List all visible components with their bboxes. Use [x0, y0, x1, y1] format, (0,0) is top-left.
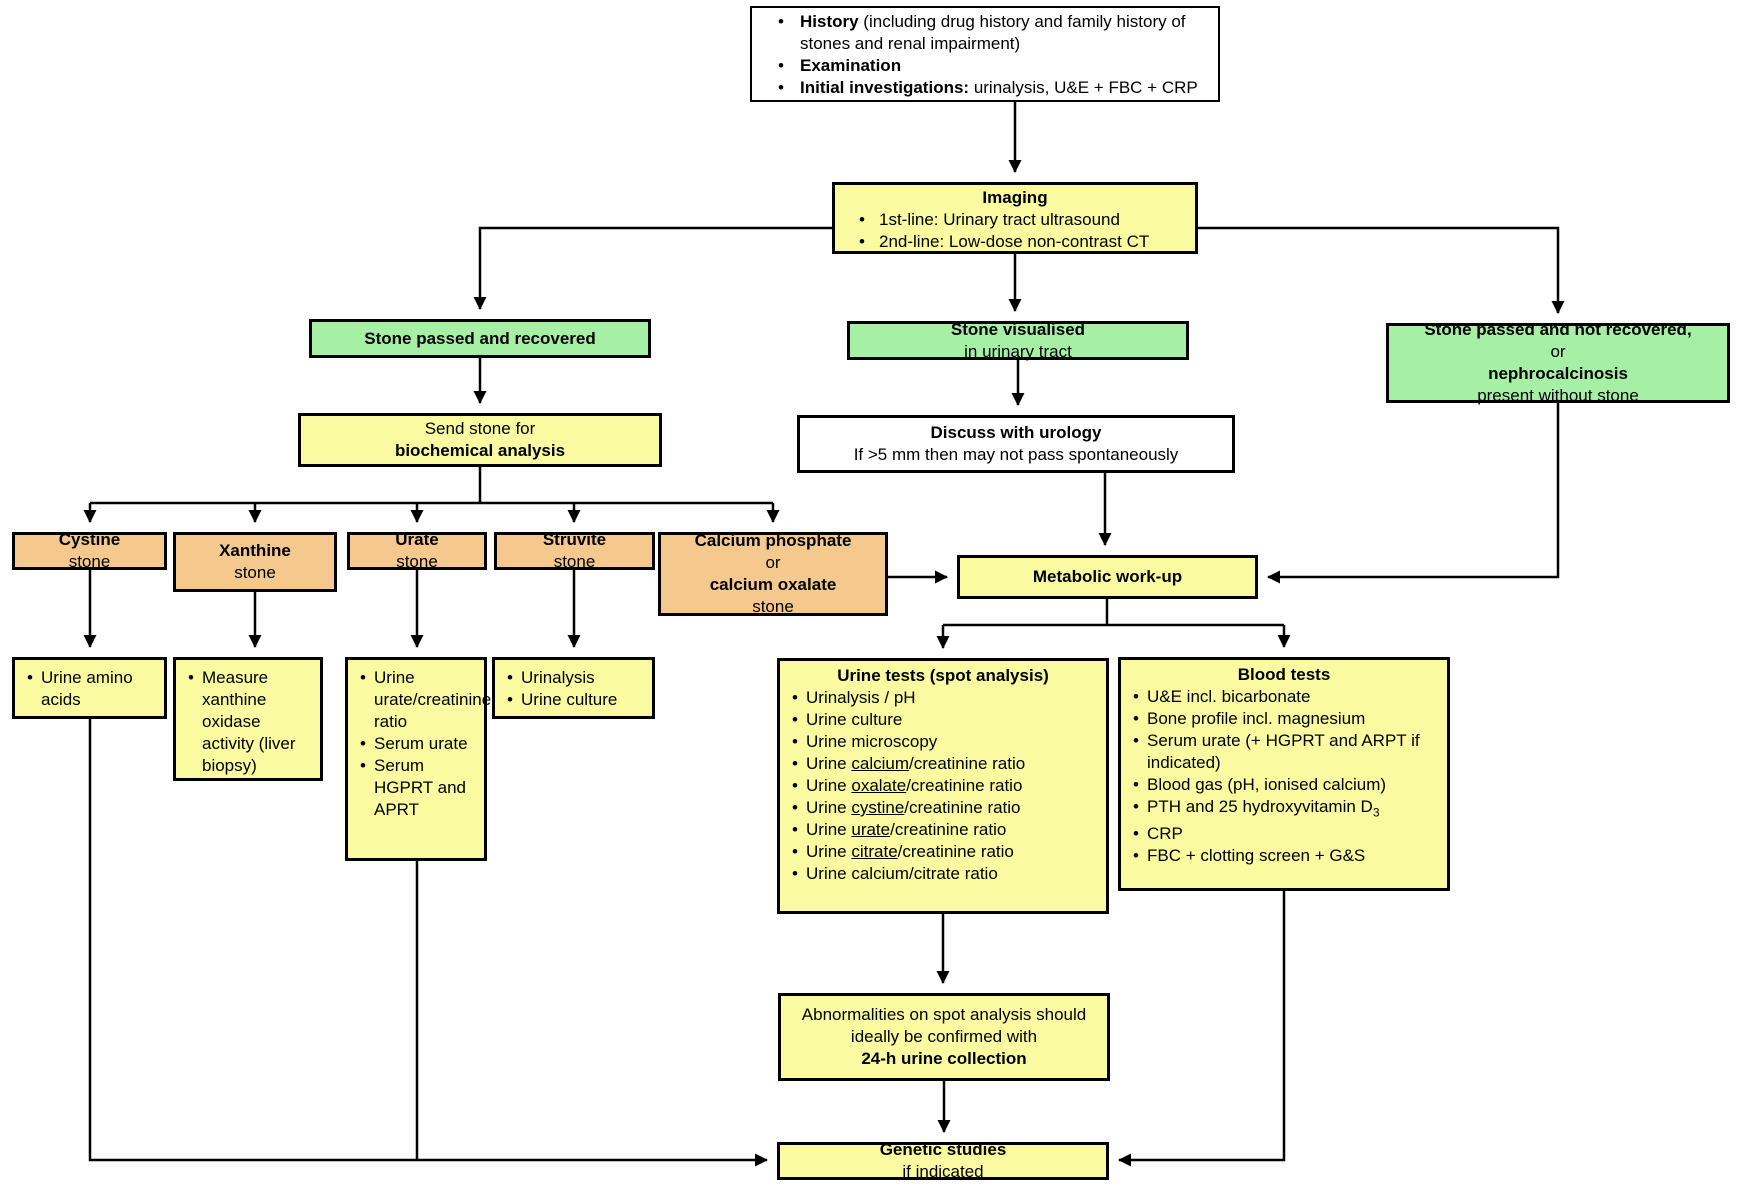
list-item: Urinalysis [503, 667, 644, 689]
xanthine-tests-box: Measure xanthine oxidase activity (liver… [173, 657, 323, 781]
list-item: Urine amino acids [23, 667, 156, 711]
list-item: Urine culture [788, 709, 1098, 731]
arrow-imaging-to-recovered [473, 226, 832, 310]
blood-tests-title: Blood tests [1237, 665, 1331, 684]
calcium-stone-box: Calcium phosphate or calcium oxalate sto… [658, 531, 888, 616]
list-item: Urine oxalate/creatinine ratio [788, 775, 1098, 797]
list-item: FBC + clotting screen + G&S [1129, 845, 1439, 867]
list-item: Urinalysis / pH [788, 687, 1098, 709]
list-item: Blood gas (pH, ionised calcium) [1129, 774, 1439, 796]
arrow-blood-to-genetic [1118, 891, 1286, 1167]
list-item: Urine culture [503, 689, 644, 711]
send-stone-box: Send stone for biochemical analysis [298, 413, 662, 467]
discuss-urology-box: Discuss with urology If >5 mm then may n… [797, 415, 1235, 473]
blood-tests-box: Blood tests U&E incl. bicarbonate Bone p… [1118, 657, 1450, 891]
cystine-stone-box: Cystine stone [12, 530, 167, 571]
xanthine-stone-box: Xanthine stone [173, 532, 337, 592]
imaging-title: Imaging [982, 188, 1048, 207]
list-item: Serum urate (+ HGPRT and ARPT if indicat… [1129, 730, 1439, 774]
urate-tests-box: Urine urate/creatinine ratio Serum urate… [345, 657, 491, 861]
list-item: Urine microscopy [788, 731, 1098, 753]
abnormalities-box: Abnormalities on spot analysis should id… [778, 993, 1110, 1081]
list-item: Bone profile incl. magnesium [1129, 708, 1439, 730]
list-item: Urine cystine/creatinine ratio [788, 797, 1098, 819]
list-item: Urine urate/creatinine ratio [356, 667, 491, 733]
discuss-title: Discuss with urology [930, 423, 1102, 442]
urate-stone-box: Urate stone [347, 530, 487, 571]
arrow-left-to-genetic [88, 719, 768, 1167]
stone-not-recovered-box: Stone passed and not recovered, or nephr… [1386, 320, 1730, 405]
list-item: Urine citrate/creatinine ratio [788, 841, 1098, 863]
list-item: Urine urate/creatinine ratio [788, 819, 1098, 841]
genetic-studies-box: Genetic studies if indicated [777, 1140, 1109, 1181]
stone-passed-recovered-box: Stone passed and recovered [309, 319, 651, 358]
imaging-box: Imaging 1st-line: Urinary tract ultrasou… [832, 182, 1198, 254]
cystine-tests-box: Urine amino acids [12, 657, 167, 719]
urine-tests-title: Urine tests (spot analysis) [837, 666, 1049, 685]
arrow-imaging-to-not-recovered [1198, 226, 1565, 314]
list-item: Measure xanthine oxidase activity (liver… [184, 667, 312, 777]
stone-visualised-box: Stone visualised in urinary tract [847, 320, 1189, 361]
list-item: 1st-line: Urinary tract ultrasound [843, 209, 1187, 231]
list-item: U&E incl. bicarbonate [1129, 686, 1439, 708]
list-item: Initial investigations: urinalysis, U&E … [760, 77, 1210, 99]
list-item: Urine calcium/creatinine ratio [788, 753, 1098, 775]
struvite-stone-box: Struvite stone [494, 530, 655, 571]
metabolic-workup-box: Metabolic work-up [957, 555, 1258, 599]
arrow-notrecovered-to-metabolic [1267, 403, 1560, 584]
list-item: Serum urate [356, 733, 476, 755]
list-item: History (including drug history and fami… [760, 11, 1210, 55]
list-item: Serum HGPRT and APRT [356, 755, 476, 821]
list-item: PTH and 25 hydroxyvitamin D3 [1129, 796, 1439, 823]
list-item: Examination [760, 55, 1210, 77]
history-box: History (including drug history and fami… [750, 6, 1220, 102]
urine-tests-box: Urine tests (spot analysis) Urinalysis /… [777, 658, 1109, 914]
struvite-tests-box: Urinalysis Urine culture [492, 657, 655, 719]
list-item: Urine calcium/citrate ratio [788, 863, 1098, 885]
discuss-line2: If >5 mm then may not pass spontaneously [853, 445, 1179, 464]
list-item: CRP [1129, 823, 1439, 845]
list-item: 2nd-line: Low-dose non-contrast CT [843, 231, 1187, 253]
